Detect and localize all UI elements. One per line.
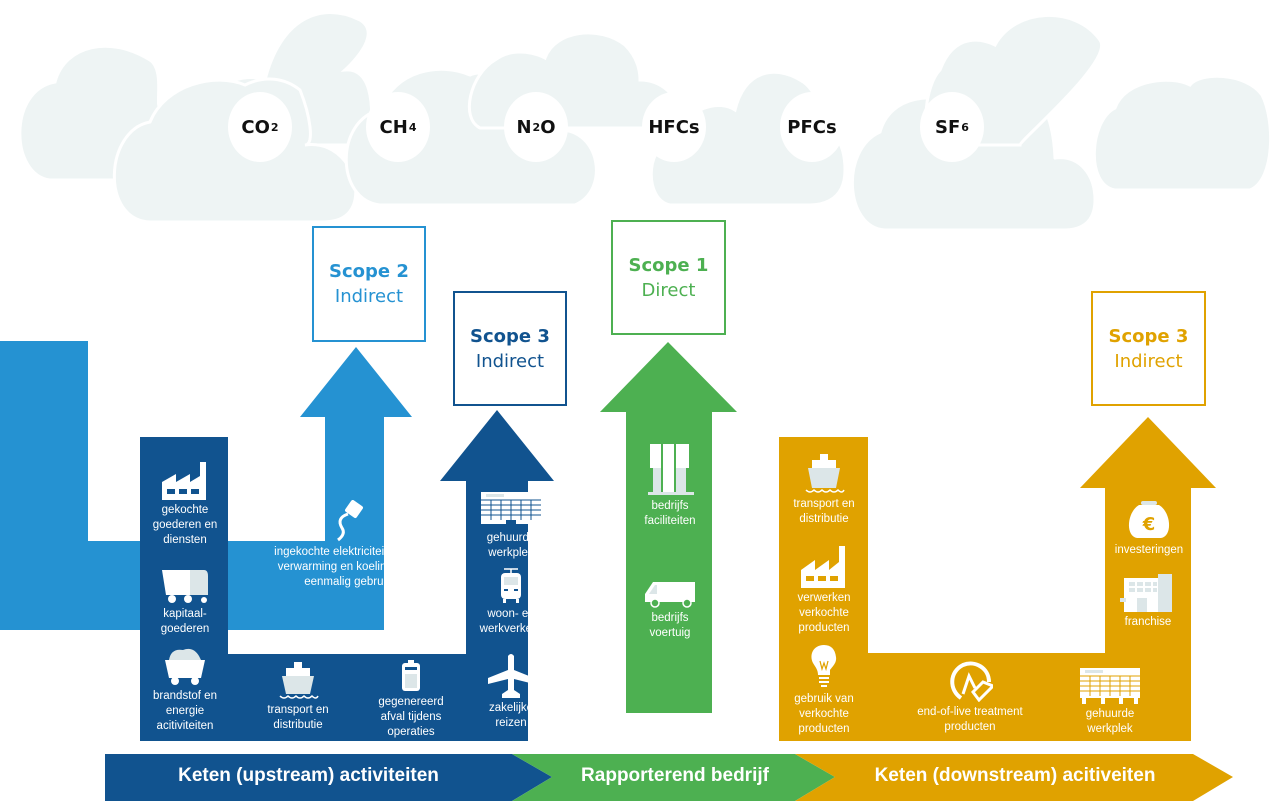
storefront-icon bbox=[1120, 574, 1172, 612]
downstream-item-transport: transport en distributie bbox=[782, 452, 866, 527]
scope1-flow-arrow bbox=[600, 342, 737, 713]
scope-subtitle: Direct bbox=[641, 279, 696, 301]
upstream-item-waste: gegenereerd afval tijdens operaties bbox=[374, 660, 448, 740]
upstream-item-transport: transport en distributie bbox=[258, 660, 338, 733]
banner-downstream-segment bbox=[795, 754, 1233, 801]
gas-subscript: 6 bbox=[961, 120, 969, 134]
scope-subtitle: Indirect bbox=[1114, 350, 1183, 372]
upstream-item-capital-goods: kapitaal- goederen bbox=[142, 568, 228, 637]
gas-formula: N bbox=[516, 116, 532, 138]
gas-subscript: 4 bbox=[408, 120, 417, 134]
item-label: gehuurde werkplek bbox=[486, 532, 536, 559]
waste-bin-icon bbox=[402, 660, 420, 691]
gas-formula: CH bbox=[379, 116, 408, 138]
item-label: woon- en werkverkeer bbox=[479, 608, 543, 635]
downstream-item-investments: € investeringen bbox=[1104, 500, 1194, 558]
scope-title: Scope 3 bbox=[470, 325, 550, 347]
banner-upstream-segment bbox=[105, 754, 552, 801]
scope1-item-vehicles: bedrijfs voertuig bbox=[630, 580, 710, 641]
banner-company-segment bbox=[512, 754, 835, 801]
scope-subtitle: Indirect bbox=[475, 350, 545, 372]
scope3-downstream-box: Scope 3 Indirect bbox=[1091, 291, 1206, 406]
item-label: gegenereerd afval tijdens operaties bbox=[378, 696, 444, 738]
gas-formula: CO bbox=[241, 116, 270, 138]
scope1-item-facilities: bedrijfs faciliteiten bbox=[630, 444, 710, 529]
office-building-icon bbox=[1080, 668, 1140, 704]
ship-icon bbox=[279, 662, 319, 699]
office-building-icon bbox=[481, 492, 541, 526]
banner-company-label: Rapporterend bedrijf bbox=[581, 765, 769, 786]
item-label: investeringen bbox=[1114, 544, 1184, 556]
truck-icon bbox=[162, 570, 208, 603]
scope2-item-electricity: ingekochte elektriciteit stoom verwarmin… bbox=[268, 500, 428, 590]
power-plug-icon bbox=[337, 500, 363, 542]
downstream-flow-arrow bbox=[779, 417, 1216, 741]
item-label: gekochte goederen en diensten bbox=[152, 504, 218, 546]
scope-title: Scope 3 bbox=[1108, 325, 1189, 347]
light-bulb-icon bbox=[811, 645, 837, 687]
banner-downstream-label: Keten (downstream) acitiveiten bbox=[874, 765, 1156, 786]
facility-building-icon bbox=[648, 444, 694, 495]
upstream-item-purchased-goods: gekochte goederen en diensten bbox=[142, 460, 228, 548]
airplane-icon bbox=[488, 654, 534, 698]
coal-cart-icon bbox=[165, 648, 205, 685]
euro-symbol: € bbox=[1142, 514, 1156, 535]
scope3-upstream-box: Scope 3 Indirect bbox=[453, 291, 567, 406]
item-label: transport en distributie bbox=[267, 704, 329, 731]
recycle-arrow-icon bbox=[950, 661, 993, 702]
item-label: gehuurde werkplek bbox=[1085, 708, 1135, 735]
upstream-item-business-travel: zakelijke reizen bbox=[476, 652, 546, 731]
item-label: franchise bbox=[1124, 616, 1172, 628]
factory-icon bbox=[162, 462, 206, 500]
scope1-box: Scope 1 Direct bbox=[611, 220, 726, 335]
upstream-item-leased-assets: gehuurde werkplek bbox=[474, 492, 548, 561]
gas-formula: HFCs bbox=[648, 116, 700, 138]
gas-hfcs: HFCs bbox=[642, 92, 706, 162]
item-label: zakelijke reizen bbox=[488, 702, 534, 729]
van-icon bbox=[645, 582, 695, 608]
scope-title: Scope 1 bbox=[628, 254, 709, 276]
item-label: transport en distributie bbox=[793, 498, 855, 525]
item-label: verwerken verkochte producten bbox=[797, 592, 851, 634]
downstream-item-processing: verwerken verkochte producten bbox=[782, 544, 866, 636]
item-label: bedrijfs voertuig bbox=[649, 612, 691, 639]
scope2-flow-arrow bbox=[0, 341, 412, 630]
item-label: kapitaal- goederen bbox=[160, 608, 210, 635]
tram-icon bbox=[501, 568, 521, 603]
upstream-item-commuting: woon- en werkverkeer bbox=[476, 568, 546, 637]
upstream-item-fuel-energy: brandstof en energie acitiviteiten bbox=[142, 646, 228, 734]
downstream-item-use: gebruik van verkochte producten bbox=[782, 643, 866, 737]
gas-pfcs: PFCs bbox=[780, 92, 844, 162]
scope-title: Scope 2 bbox=[329, 261, 409, 282]
cloud-3 bbox=[112, 77, 358, 224]
gas-subscript: 2 bbox=[270, 120, 279, 134]
factory-icon bbox=[801, 546, 845, 588]
cloud-9 bbox=[1092, 74, 1273, 192]
downstream-item-end-of-life: end-of-live treatment producten bbox=[910, 660, 1030, 735]
item-label: gebruik van verkochte producten bbox=[794, 693, 854, 735]
upstream-flow-arrow bbox=[140, 410, 554, 741]
scope2-box: Scope 2 Indirect bbox=[312, 226, 426, 342]
item-label: brandstof en energie acitiviteiten bbox=[153, 690, 217, 732]
item-label: bedrijfs faciliteiten bbox=[644, 500, 696, 527]
downstream-item-leased-assets: gehuurde werkplek bbox=[1070, 668, 1150, 737]
gas-formula: SF bbox=[935, 116, 961, 138]
item-label: ingekochte elektriciteit stoom verwarmin… bbox=[274, 546, 422, 588]
item-label: end-of-live treatment producten bbox=[917, 706, 1023, 733]
downstream-item-franchise: franchise bbox=[1108, 574, 1188, 630]
gas-subscript: 2 bbox=[532, 120, 541, 134]
gas-formula: PFCs bbox=[787, 116, 837, 138]
gas-formula-tail: O bbox=[540, 116, 556, 138]
ship-icon bbox=[805, 454, 845, 493]
money-bag-icon: € bbox=[1128, 501, 1170, 538]
scope-subtitle: Indirect bbox=[334, 286, 404, 307]
banner-upstream-label: Keten (upstream) activiteiten bbox=[178, 765, 439, 786]
